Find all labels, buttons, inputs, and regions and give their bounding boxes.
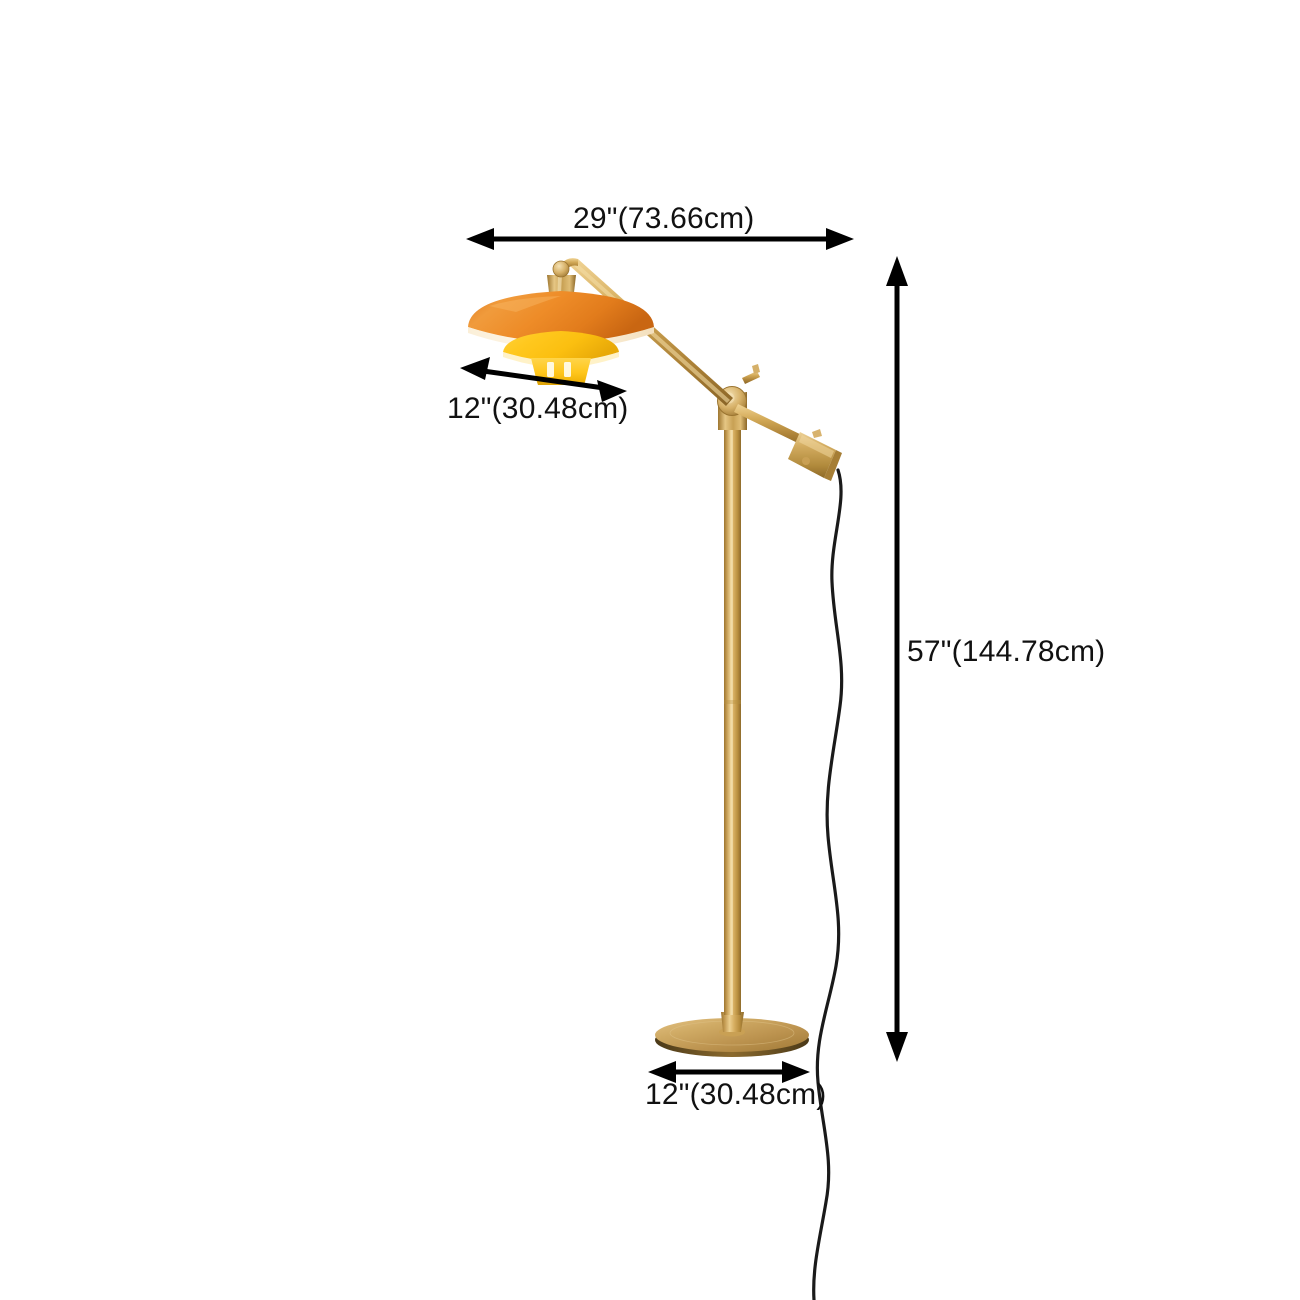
dimension-label-base-diameter: 12"(30.48cm) — [645, 1078, 827, 1111]
dimension-label-shade-diameter: 12"(30.48cm) — [447, 392, 629, 425]
base-collar — [721, 1012, 744, 1032]
dimension-arrow-arm-reach — [466, 228, 854, 250]
power-cord — [812, 468, 844, 1300]
dimension-label-arm-reach: 29"(73.66cm) — [573, 202, 755, 235]
lamp-illustration — [468, 258, 844, 1300]
lamp-shade — [468, 291, 654, 385]
dimension-arrow-overall-height — [886, 256, 908, 1062]
dimension-label-overall-height: 57"(144.78cm) — [907, 635, 1106, 668]
dimension-annotations — [460, 228, 908, 1083]
dimension-arrow-shade-diameter — [460, 357, 627, 402]
counterweight — [788, 429, 842, 481]
dimension-arrow-base-diameter — [648, 1061, 810, 1083]
